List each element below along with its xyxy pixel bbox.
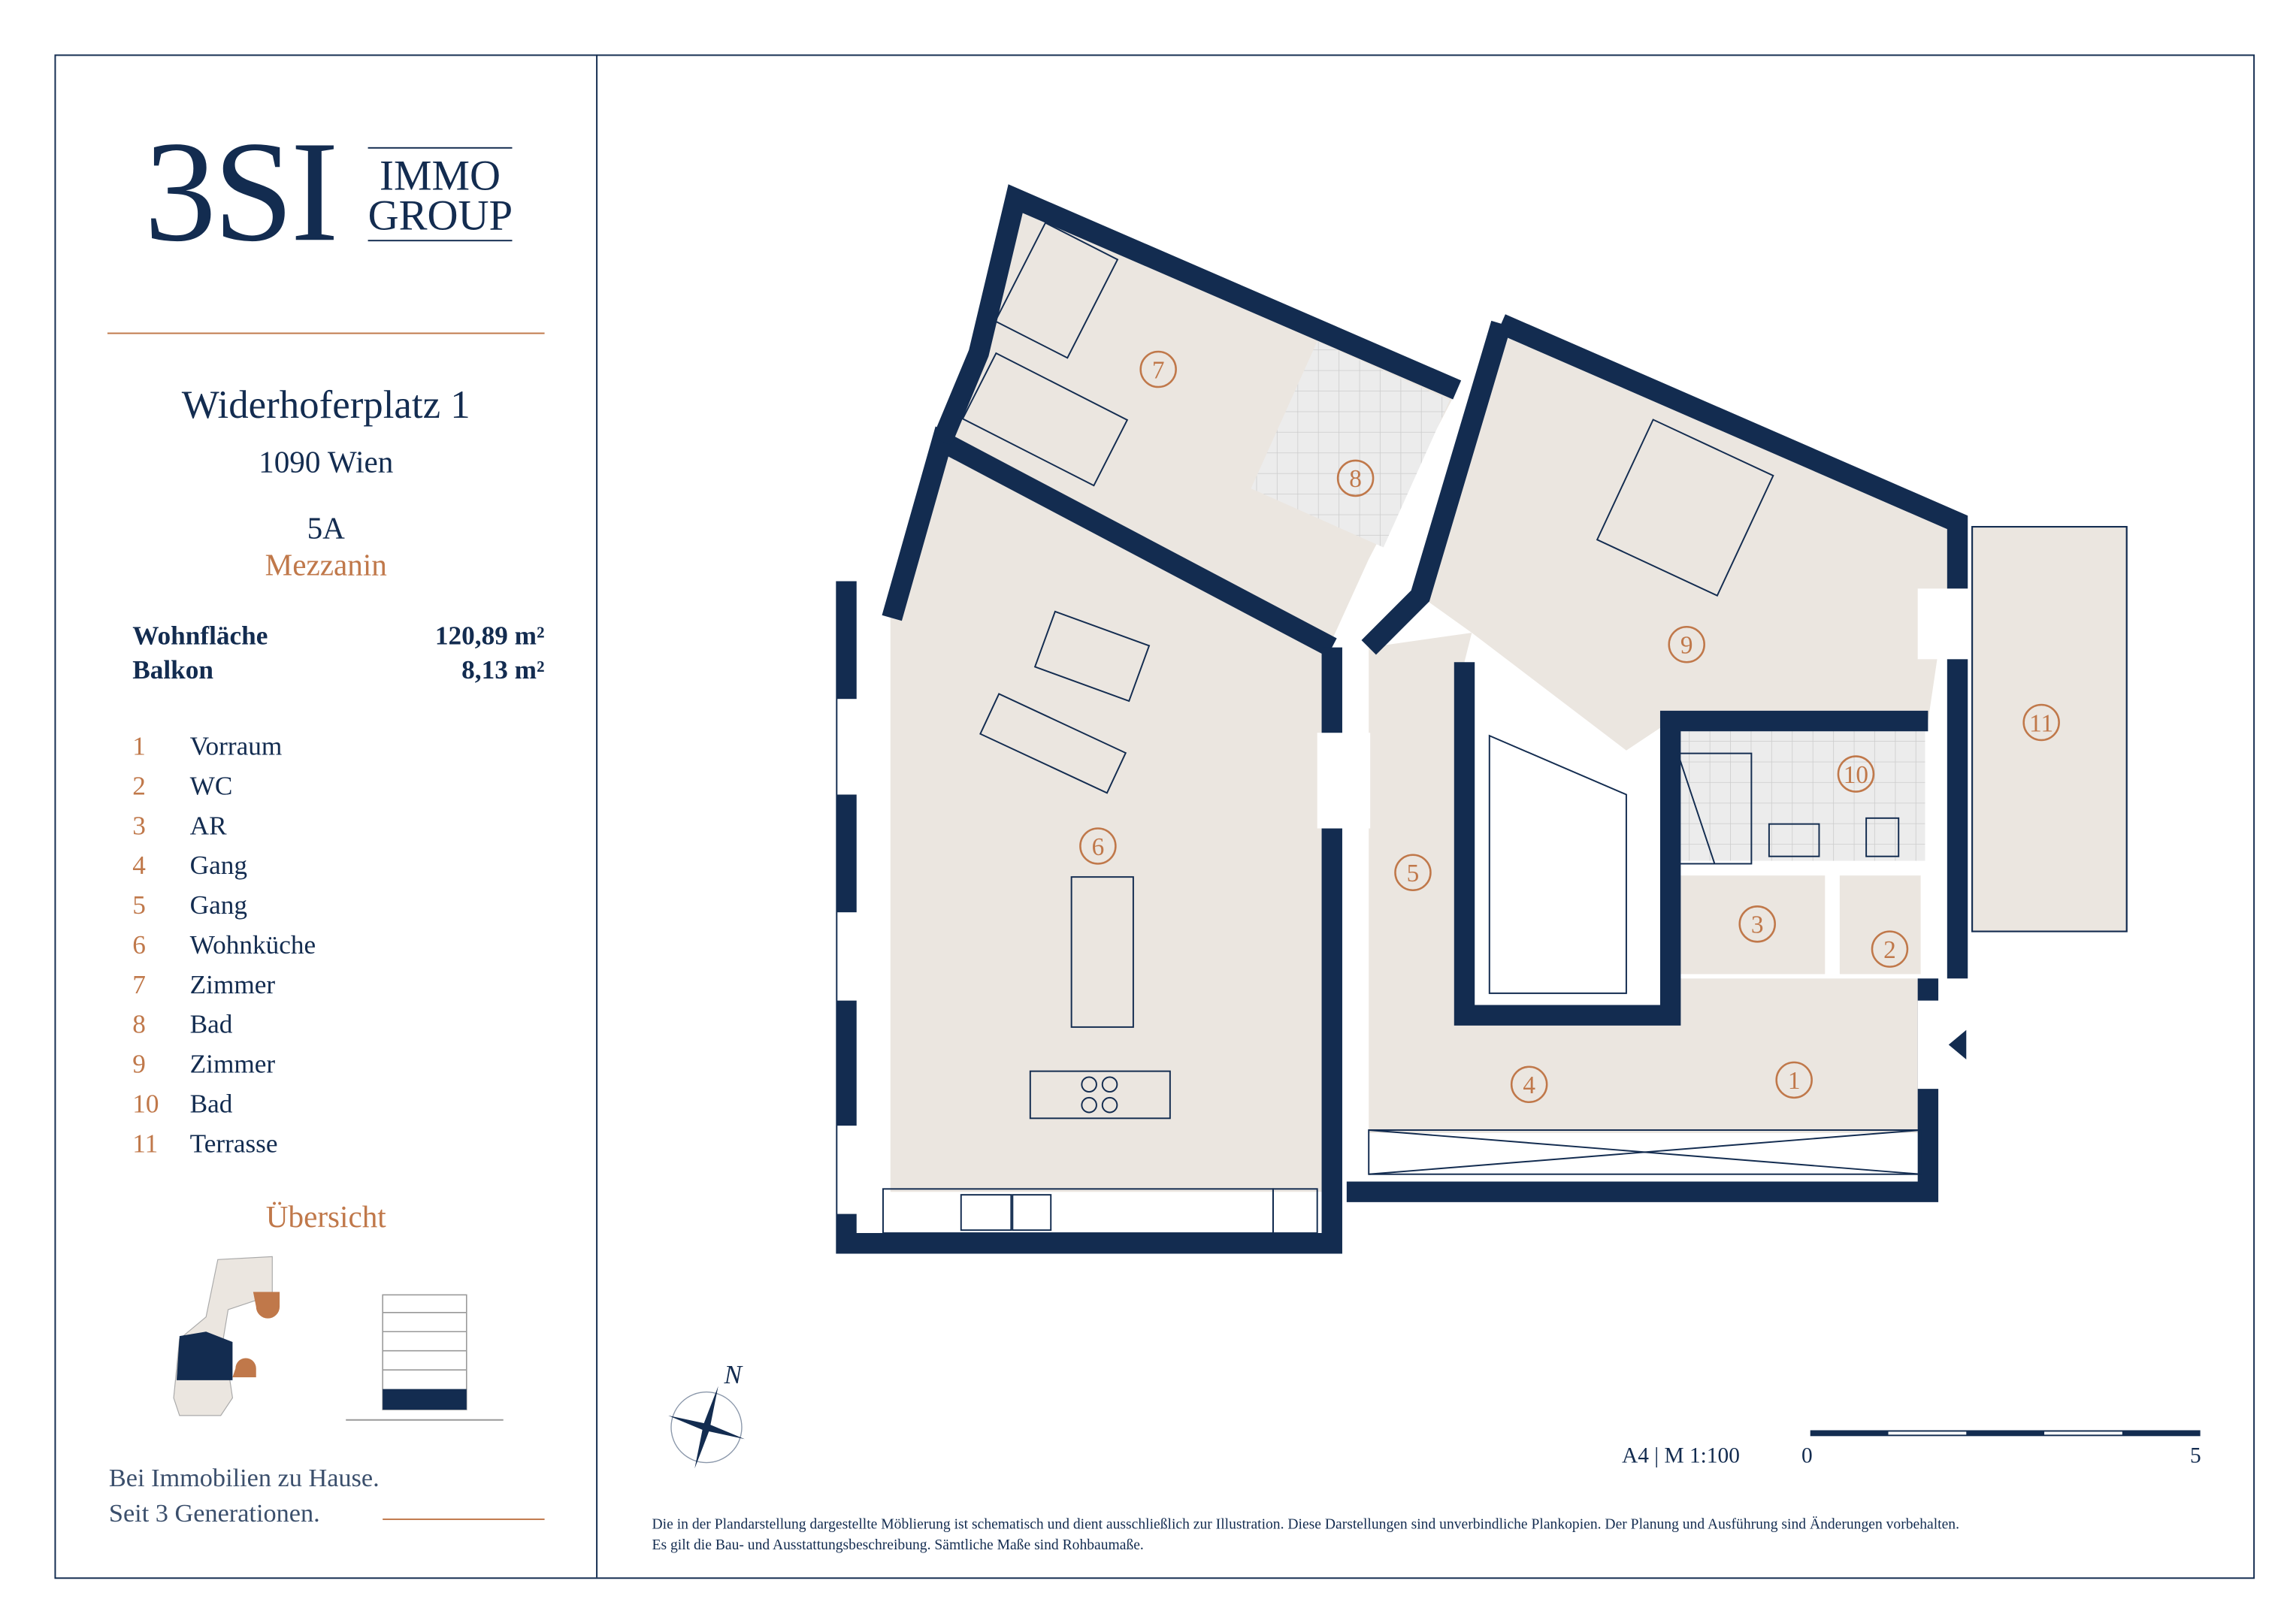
panel-divider bbox=[596, 54, 598, 1578]
legend-number: 11 bbox=[132, 1129, 159, 1159]
legend-number: 9 bbox=[132, 1049, 146, 1079]
legend-number: 10 bbox=[132, 1089, 159, 1119]
compass-icon: N bbox=[668, 1360, 745, 1469]
room-marker-circle bbox=[2022, 703, 2060, 742]
furniture bbox=[882, 222, 2128, 1235]
legend-item: 3 AR bbox=[132, 811, 316, 851]
compass-north: N bbox=[723, 1360, 743, 1389]
legend-number: 2 bbox=[132, 771, 146, 801]
room-number: 4 bbox=[1523, 1071, 1535, 1099]
legend-room-name: Terrasse bbox=[189, 1129, 278, 1159]
legend-item: 6 Wohnküche bbox=[132, 930, 316, 970]
room-marker-circle bbox=[1394, 854, 1432, 892]
legend-item: 11 Terrasse bbox=[132, 1129, 316, 1168]
legend-room-name: Zimmer bbox=[189, 969, 276, 999]
room-marker-circle bbox=[1336, 459, 1375, 497]
sheet-frame bbox=[54, 54, 2255, 1579]
slogan-rule bbox=[383, 1518, 545, 1520]
room-marker-circle bbox=[1837, 755, 1875, 793]
floor-level: Mezzanin bbox=[265, 547, 387, 583]
legend-item: 10 Bad bbox=[132, 1089, 316, 1129]
room-number: 1 bbox=[1788, 1067, 1801, 1095]
scale-bar bbox=[1810, 1430, 2201, 1437]
legend-room-name: WC bbox=[189, 771, 233, 801]
slogan: Bei Immobilien zu Hause.Seit 3 Generatio… bbox=[108, 1462, 380, 1528]
bath-8-tiles bbox=[1251, 341, 1450, 548]
room-number: 8 bbox=[1349, 465, 1362, 493]
room-number: 11 bbox=[2029, 709, 2053, 737]
room-number: 3 bbox=[1751, 911, 1764, 939]
room-number: 2 bbox=[1883, 936, 1896, 964]
legend-number: 8 bbox=[132, 1009, 146, 1039]
room-marker-circle bbox=[1668, 625, 1705, 663]
legend-room-name: AR bbox=[189, 811, 227, 841]
windows bbox=[837, 588, 1971, 1214]
street-address: Widerhoferplatz 1 bbox=[181, 382, 470, 427]
legend-number: 4 bbox=[132, 850, 146, 881]
legend-item: 4 Gang bbox=[132, 851, 316, 890]
room-marker-circle bbox=[1139, 350, 1177, 388]
header-rule bbox=[107, 332, 545, 334]
room-number: 10 bbox=[1844, 761, 1868, 789]
legend-item: 5 Gang bbox=[132, 890, 316, 930]
room-number: 7 bbox=[1152, 356, 1165, 384]
legend-room-name: Zimmer bbox=[189, 1049, 276, 1079]
room-marker-circle bbox=[1871, 930, 1909, 968]
legend-number: 6 bbox=[132, 929, 146, 960]
legend-room-name: Gang bbox=[189, 890, 247, 920]
legend-number: 5 bbox=[132, 890, 146, 920]
room-number: 5 bbox=[1407, 860, 1420, 887]
room-marker-circle bbox=[1738, 905, 1776, 943]
scale-start: 0 bbox=[1801, 1445, 1813, 1469]
logo-mark: 3SI bbox=[144, 113, 339, 273]
legend-item: 2 WC bbox=[132, 771, 316, 811]
legend-item: 1 Vorraum bbox=[132, 731, 316, 771]
legend-room-name: Bad bbox=[189, 1009, 233, 1039]
legend-item: 7 Zimmer bbox=[132, 970, 316, 1010]
room-marker-circle bbox=[1510, 1065, 1548, 1104]
room-number: 6 bbox=[1092, 833, 1105, 861]
unit-number: 5A bbox=[307, 510, 345, 546]
legend-room-name: Gang bbox=[189, 850, 247, 881]
legend-item: 8 Bad bbox=[132, 1009, 316, 1049]
legend-number: 3 bbox=[132, 811, 146, 841]
room-marker-circle bbox=[1775, 1061, 1813, 1099]
legend-room-name: Wohnküche bbox=[189, 929, 316, 960]
legend-room-name: Vorraum bbox=[189, 731, 283, 761]
room-number: 9 bbox=[1680, 631, 1693, 659]
bath-10-tiles bbox=[1674, 718, 1925, 861]
room-floors bbox=[890, 198, 2128, 1192]
legend-room-name: Bad bbox=[189, 1089, 233, 1119]
room-marker-circle bbox=[1079, 827, 1117, 865]
overview-diagram bbox=[173, 1256, 504, 1421]
legend-item: 9 Zimmer bbox=[132, 1049, 316, 1089]
legend-number: 1 bbox=[132, 731, 146, 761]
legend-number: 7 bbox=[132, 969, 146, 999]
room-number-markers: 1 2 3 4 5 6 7 8 9 10 11 bbox=[1079, 350, 2060, 1104]
city: 1090 Wien bbox=[259, 444, 394, 480]
scale-label: A4 | M 1:100 bbox=[1622, 1445, 1740, 1469]
scale-end: 5 bbox=[2189, 1445, 2201, 1469]
disclaimer: Die in der Plandarstellung dargestellte … bbox=[652, 1517, 1959, 1554]
overview-title: Übersicht bbox=[265, 1199, 386, 1235]
